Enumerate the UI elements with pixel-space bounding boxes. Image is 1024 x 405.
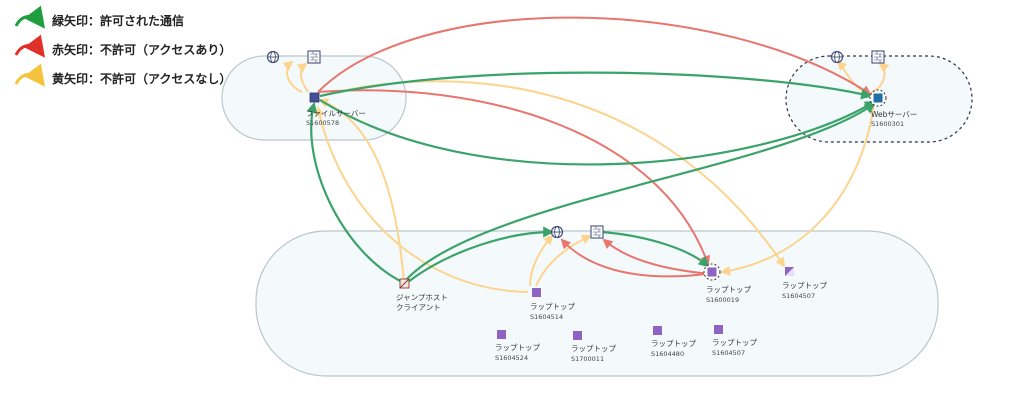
globe-icon[interactable] [266, 50, 280, 64]
laptop-icon[interactable] [573, 331, 582, 340]
legend: 緑矢印：許可された通信 赤矢印：不許可（アクセスあり） 黄矢印：不許可（アクセス… [14, 5, 231, 87]
node-name: ラップトップ [530, 302, 575, 311]
node-jump-host[interactable]: ジャンプホスト クライアント [396, 278, 448, 312]
node-id: S1604507 [782, 292, 815, 300]
node-name: ラップトップ [571, 344, 616, 353]
green-arrows [306, 71, 876, 283]
node-id: S1600578 [306, 119, 339, 127]
firewall-icon[interactable] [307, 50, 321, 64]
yellow-arrow [720, 103, 875, 276]
node-web-server[interactable]: Webサーバー S1600301 [869, 89, 917, 128]
yellow-arrow [529, 234, 554, 287]
laptop-icon[interactable] [707, 267, 717, 277]
file-server-icon[interactable] [309, 92, 320, 103]
red-arrow [560, 238, 707, 278]
node-name: ラップトップ [782, 281, 827, 290]
legend-item-green: 緑矢印：許可された通信 [14, 5, 184, 29]
yellow-arrow [535, 234, 592, 287]
node-laptop[interactable]: ラップトップ S1604507 [712, 325, 757, 357]
legend-label: 黄矢印：不許可（アクセスなし） [52, 71, 231, 86]
legend-item-red: 赤矢印：不許可（アクセスあり） [14, 34, 231, 58]
node-id: S1600301 [871, 120, 904, 128]
yellow-arrow [296, 62, 309, 93]
laptop-icon[interactable] [653, 326, 662, 335]
legend-label: 緑矢印：許可された通信 [52, 13, 184, 28]
web-server-icon[interactable] [873, 93, 883, 103]
laptop-icon[interactable] [497, 330, 506, 339]
firewall-icon[interactable] [590, 225, 604, 239]
node-id: S1600019 [706, 296, 739, 304]
yellow-arrow [282, 60, 303, 93]
node-laptop[interactable]: ラップトップ S1700011 [571, 331, 616, 363]
green-arrow [601, 230, 710, 268]
laptop-icon[interactable] [532, 288, 541, 297]
green-arrow [319, 99, 876, 166]
node-laptop[interactable]: ラップトップ S1600019 [703, 263, 751, 304]
node-id: S1604524 [495, 354, 528, 362]
green-arrow [306, 101, 403, 283]
node-name: Webサーバー [871, 110, 917, 119]
node-name: ジャンプホスト [396, 293, 448, 302]
node-laptop[interactable]: ラップトップ S1604514 [530, 288, 575, 321]
green-arrow [405, 102, 876, 281]
laptop-icon[interactable] [714, 325, 723, 334]
node-laptop[interactable]: ラップトップ S1604507 [782, 267, 827, 300]
node-id: S1604514 [530, 313, 563, 321]
red-arrow [317, 16, 872, 96]
node-name: ラップトップ [495, 343, 540, 352]
green-arrow [407, 226, 555, 283]
yellow-arrow [314, 106, 529, 293]
globe-icon[interactable] [550, 225, 564, 239]
node-laptop[interactable]: ラップトップ S1604480 [651, 326, 696, 358]
legend-label: 赤矢印：不許可（アクセスあり） [52, 42, 231, 57]
node-id: S1604507 [712, 349, 745, 357]
node-file-server[interactable]: ファイルサーバー S1600578 [306, 92, 366, 127]
node-name: ラップトップ [706, 285, 751, 294]
firewall-icon[interactable] [871, 50, 885, 64]
green-arrow [319, 71, 873, 100]
green-arrow-icon [14, 5, 46, 29]
red-arrow [317, 89, 710, 266]
node-name: ファイルサーバー [306, 109, 366, 118]
node-laptop[interactable]: ラップトップ S1604524 [495, 330, 540, 362]
node-id: S1700011 [571, 355, 604, 363]
red-arrow-icon [14, 34, 46, 58]
node-id: S1604480 [651, 350, 684, 358]
node-name: ラップトップ [651, 339, 696, 348]
red-arrows [317, 16, 872, 278]
globe-icon[interactable] [830, 50, 844, 64]
red-arrow [602, 238, 711, 275]
node-name: クライアント [396, 303, 441, 312]
legend-item-yellow: 黄矢印：不許可（アクセスなし） [14, 63, 231, 87]
yellow-arrow-icon [14, 63, 46, 87]
node-name: ラップトップ [712, 338, 757, 347]
